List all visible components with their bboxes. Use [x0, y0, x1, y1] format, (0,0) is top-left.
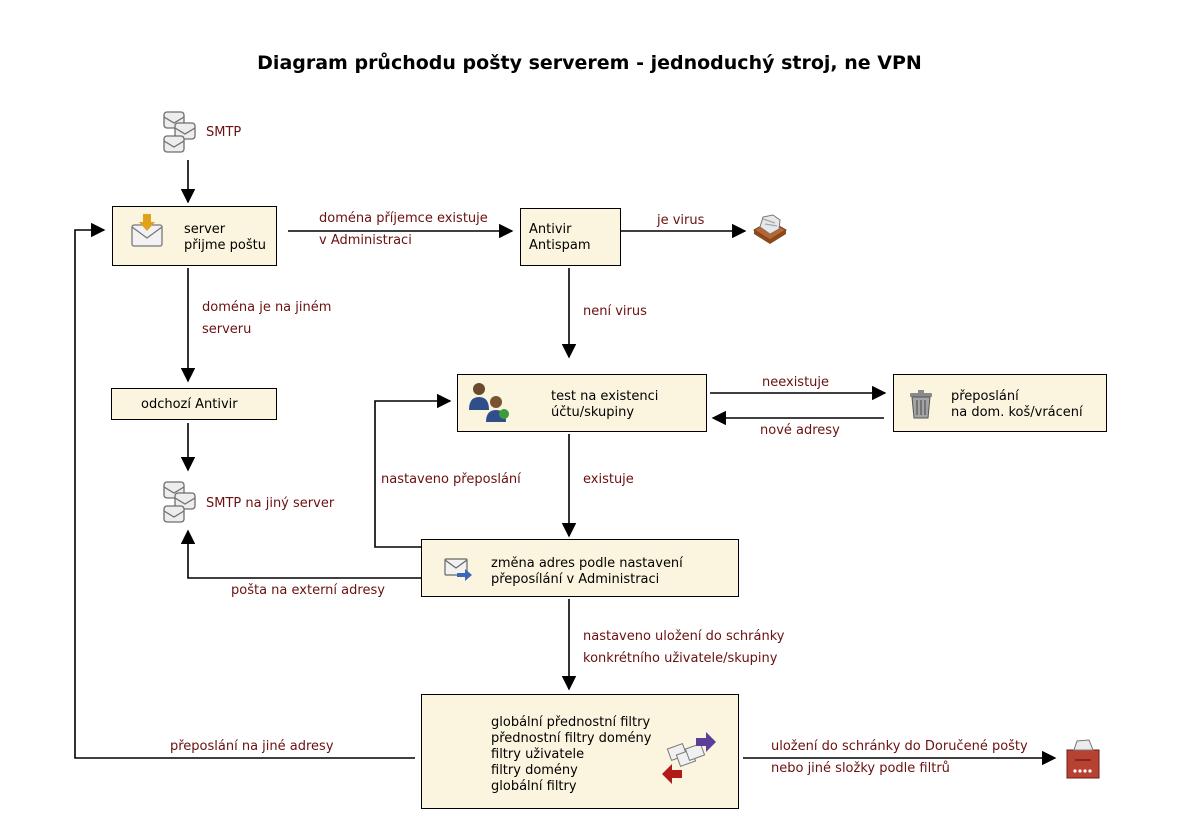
mailbox-icon: [1066, 739, 1100, 779]
edge-not-virus: není virus: [583, 304, 647, 319]
arrow-change-to-test: [374, 393, 452, 548]
mail-envelopes-icon: [163, 111, 196, 153]
outgoing-antivir-text: odchozí Antivir: [141, 397, 238, 412]
edge-forward-set: nastaveno přeposlání: [381, 472, 521, 487]
edge-external-mail: pošta na externí adresy: [231, 583, 385, 598]
virus-quarantine-icon: [753, 214, 787, 244]
edge-forward-other: přeposlání na jiné adresy: [170, 739, 334, 754]
outgoing-antivir-box: [111, 388, 277, 420]
edge-not-exists: neexistuje: [762, 375, 830, 390]
edge-exists: existuje: [583, 472, 634, 487]
smtp-in-label: SMTP: [206, 125, 242, 140]
antivir-box: [520, 208, 621, 266]
arrow-filters-to-server: [74, 222, 415, 759]
diagram-title: Diagram průchodu pošty serverem - jednod…: [257, 52, 922, 74]
users-icon: [469, 383, 509, 422]
mail-receive-icon: [131, 214, 163, 247]
edge-new-addresses: nové adresy: [760, 423, 840, 438]
address-change-box: [421, 539, 739, 597]
mail-forward-icon: [444, 558, 472, 581]
mail-envelopes-icon: [163, 481, 196, 523]
edge-is-virus: je virus: [657, 213, 705, 228]
trash-can-icon: [910, 390, 932, 419]
arrow-change-to-smtp-out: [180, 529, 421, 579]
smtp-out-label: SMTP na jiný server: [206, 496, 335, 511]
filters-arrows-icon: [662, 732, 716, 784]
